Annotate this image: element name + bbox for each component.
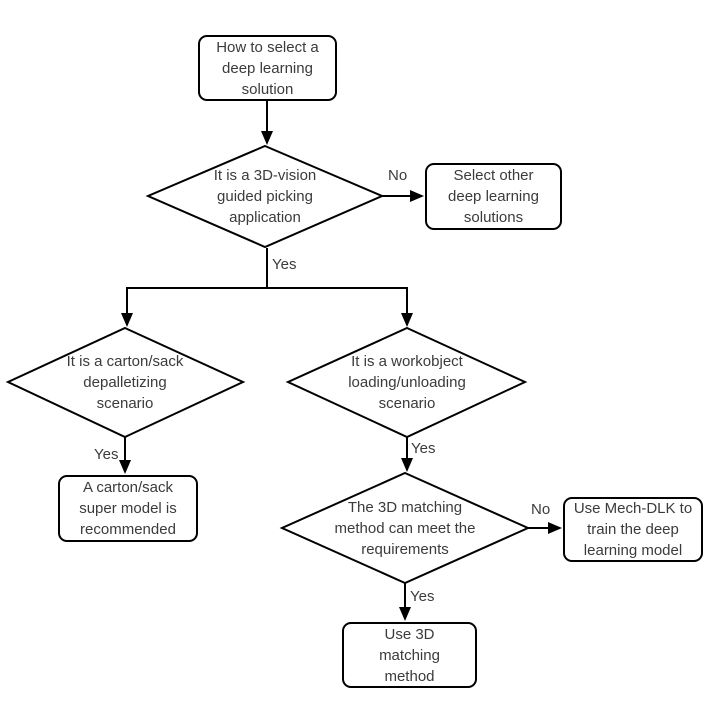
super-model-node: A carton/sack super model is recommended xyxy=(58,475,198,542)
decision-diamond-3d-vision xyxy=(145,144,385,249)
decision-diamond-depalletizing xyxy=(5,326,246,439)
edge-label-d3-yes: Yes xyxy=(411,440,436,457)
matching-method-node: Use 3D matching method xyxy=(342,622,477,688)
other-solutions-node: Select other deep learning solutions xyxy=(425,163,562,230)
mech-dlk-node: Use Mech-DLK to train the deep learning … xyxy=(563,497,703,562)
start-node: How to select a deep learning solution xyxy=(198,35,337,101)
edge-label-d1-no: No xyxy=(388,167,408,184)
edge-label-d4-yes: Yes xyxy=(410,588,435,605)
decision-diamond-loading xyxy=(285,326,528,439)
edge-label-d4-no: No xyxy=(531,501,551,518)
decision-diamond-matching xyxy=(279,471,531,585)
edge-label-d1-yes: Yes xyxy=(272,256,297,273)
edge-label-d2-yes: Yes xyxy=(94,446,119,463)
